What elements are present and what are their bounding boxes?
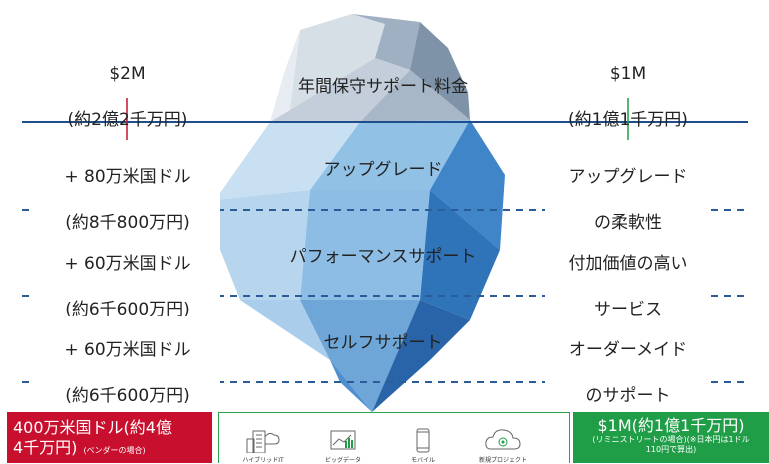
right-total-box: $1M(約1億1千万円) (リミニストリートの場合)(※日本円は1ドル 110円… [573, 412, 769, 463]
right-row-3: オーダーメイド のサポート [545, 316, 711, 431]
mobile-icon [416, 428, 430, 453]
hybrid-it-icon [246, 430, 280, 453]
left-row-3-line1: + 60万米国ドル [64, 340, 191, 360]
left-total-box: 400万米国ドル(約4億 4千万円) (ベンダーの場合) [7, 412, 212, 463]
cloud-project-icon [485, 429, 521, 450]
technology-icons-box: ハイブリッドIT ビッグデータ モバイル 新規プロジェクト [218, 412, 570, 464]
right-row-3-line2: のサポート [585, 386, 671, 406]
left-row-3: + 60万米国ドル (約6千600万円) [35, 316, 220, 431]
center-row-performance: パフォーマンスサポート [289, 247, 477, 267]
center-row-self: セルフサポート [323, 333, 443, 353]
icon-item-hybrid: ハイブリッドIT [233, 427, 293, 464]
center-header: 年間保守サポート料金 [298, 77, 468, 97]
left-top-amount: $2M (約2億2千万円) [40, 40, 215, 155]
right-row-1-line1: アップグレード [568, 167, 688, 187]
right-row-1-line2: の柔軟性 [594, 213, 662, 233]
iceberg-underwater [205, 120, 505, 412]
left-total-note: (ベンダーの場合) [83, 446, 146, 455]
left-row-3-line2: (約6千600万円) [65, 386, 190, 406]
icon-item-cloud: 新規プロジェクト [473, 427, 533, 464]
icon-item-bigdata: ビッグデータ [313, 427, 373, 464]
right-total-line1: $1M(約1億1千万円) [597, 416, 745, 435]
big-data-icon [330, 430, 356, 450]
right-row-2-line1: 付加価値の高い [568, 254, 688, 274]
left-row-1-line1: + 80万米国ドル [64, 167, 191, 187]
right-top-amount: $1M (約1億1千万円) [540, 40, 716, 155]
left-row-2-line2: (約6千600万円) [65, 300, 190, 320]
right-row-3-line1: オーダーメイド [568, 340, 688, 360]
big-data-caption: ビッグデータ [324, 457, 361, 464]
left-top-amount-value: $2M [109, 64, 146, 84]
iceberg-tip [270, 14, 470, 122]
center-row-upgrade: アップグレード [323, 160, 443, 180]
right-top-amount-value: $1M [609, 64, 647, 84]
right-row-2-line2: サービス [594, 300, 662, 320]
left-top-amount-sub: (約2億2千万円) [67, 110, 188, 130]
left-total-line2-row: 4千万円) (ベンダーの場合) [13, 438, 208, 461]
mobile-caption: モバイル [410, 457, 435, 464]
hybrid-it-caption: ハイブリッドIT [242, 457, 284, 464]
right-total-note2: 110円で算出) [645, 445, 697, 454]
left-total-line2: 4千万円) [13, 438, 78, 457]
cloud-project-caption: 新規プロジェクト [478, 457, 527, 464]
icon-item-mobile: モバイル [393, 427, 453, 464]
left-total-line1: 400万米国ドル(約4億 [13, 418, 172, 437]
right-top-amount-sub: (約1億1千万円) [568, 110, 688, 130]
left-row-2-line1: + 60万米国ドル [64, 254, 191, 274]
right-total-note1: (リミニストリートの場合)(※日本円は1ドル [592, 435, 750, 444]
left-row-1-line2: (約8千800万円) [65, 213, 190, 233]
